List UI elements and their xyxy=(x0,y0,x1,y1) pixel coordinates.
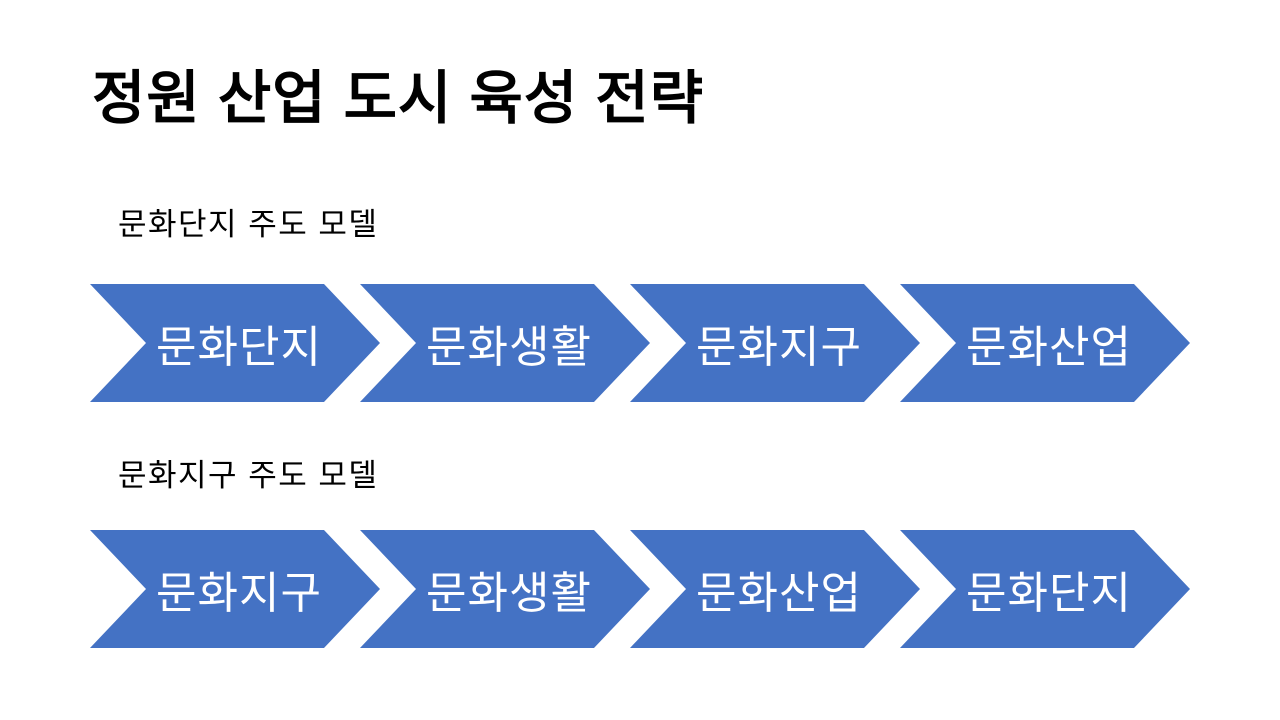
step-label: 문화산업 xyxy=(696,569,862,618)
chevron-step: 문화생활 xyxy=(360,530,650,648)
step-label: 문화지구 xyxy=(156,569,322,618)
model-2-label: 문화지구 주도 모델 xyxy=(118,458,379,493)
step-label: 문화생활 xyxy=(426,323,592,372)
step-label: 문화단지 xyxy=(966,569,1132,618)
step-label: 문화생활 xyxy=(426,569,592,618)
chevron-step: 문화지구 xyxy=(90,530,380,648)
model-2-process-row: 문화지구 문화생활 문화산업 문화단지 xyxy=(90,530,1190,648)
step-label: 문화단지 xyxy=(156,323,322,372)
chevron-step: 문화산업 xyxy=(900,284,1190,402)
chevron-step: 문화산업 xyxy=(630,530,920,648)
chevron-step: 문화지구 xyxy=(630,284,920,402)
model-1-label: 문화단지 주도 모델 xyxy=(118,207,379,242)
model-1-process-row: 문화단지 문화생활 문화지구 문화산업 xyxy=(90,284,1190,402)
chevron-step: 문화단지 xyxy=(900,530,1190,648)
chevron-step: 문화단지 xyxy=(90,284,380,402)
step-label: 문화지구 xyxy=(696,323,862,372)
chevron-step: 문화생활 xyxy=(360,284,650,402)
step-label: 문화산업 xyxy=(966,323,1132,372)
slide-title: 정원 산업 도시 육성 전략 xyxy=(92,66,705,131)
